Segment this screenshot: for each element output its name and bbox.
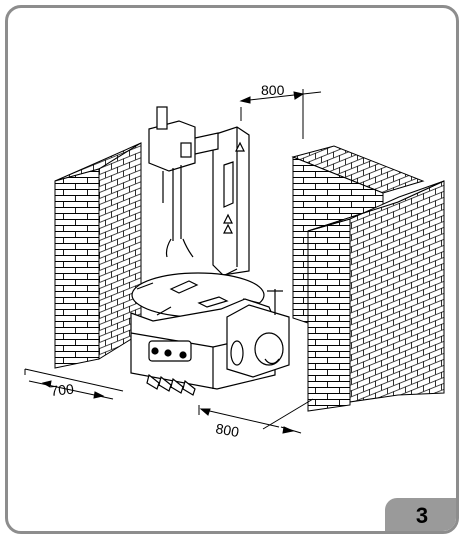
- top-clearance-label: 800: [261, 82, 285, 98]
- left-clearance-dimension: [24, 368, 124, 400]
- installation-diagram: 800 700 800: [24, 82, 445, 440]
- tyre-changer-machine: [130, 106, 290, 396]
- front-clearance-label: 800: [214, 420, 240, 440]
- figure-number-badge: 3: [385, 498, 456, 531]
- top-clearance-dimension: [239, 89, 322, 139]
- front-clearance-dimension: [198, 398, 314, 434]
- figure-frame: 800 700 800 3: [5, 5, 459, 534]
- left-clearance-label: 700: [50, 381, 75, 399]
- front-right-brick-wall: [307, 180, 445, 412]
- left-brick-wall: [54, 142, 142, 369]
